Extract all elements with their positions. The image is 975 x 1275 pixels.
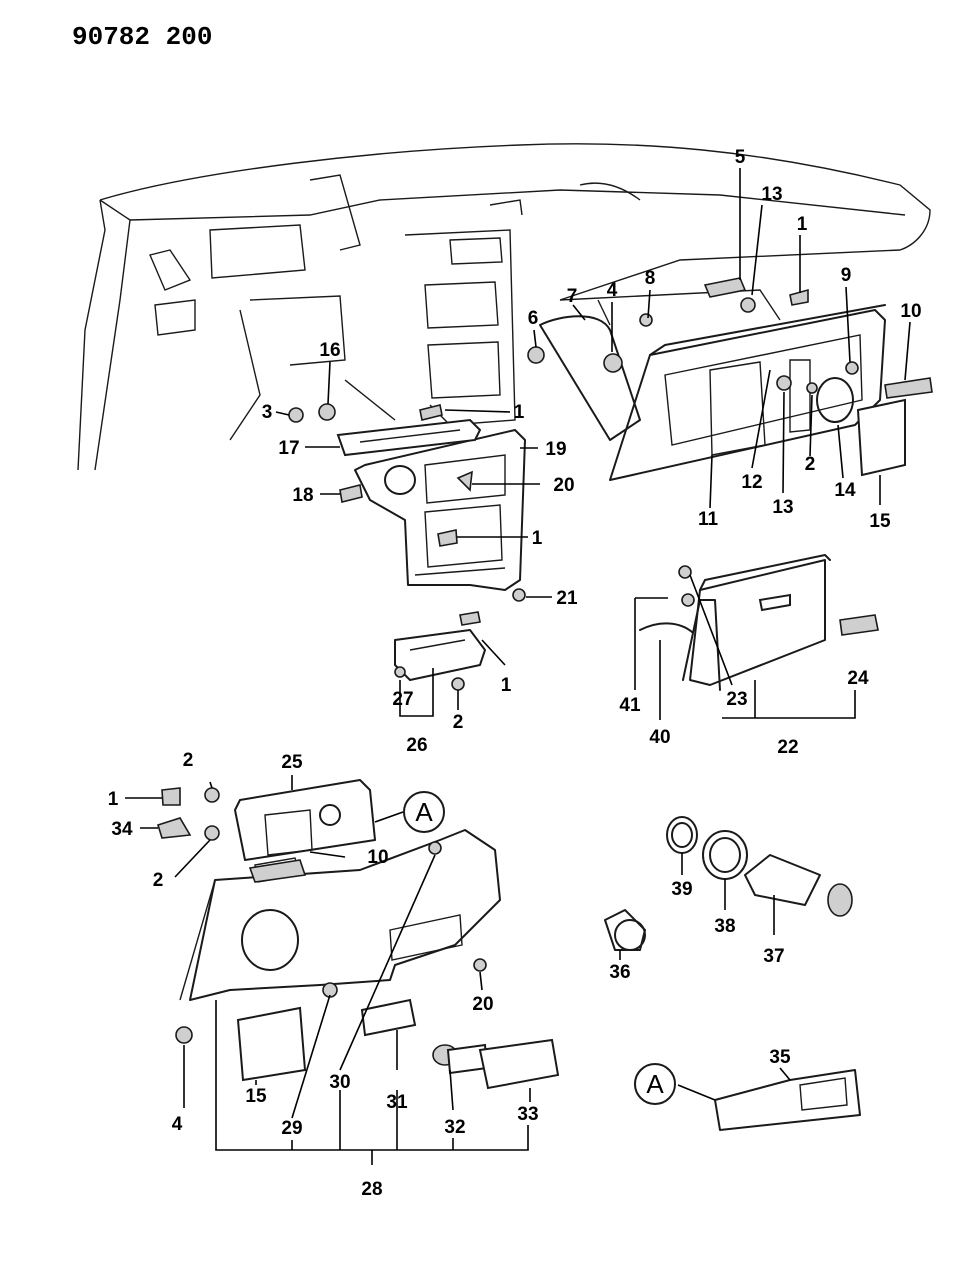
callout: 21 bbox=[556, 588, 578, 609]
bracket bbox=[336, 418, 482, 457]
callout: 15 bbox=[245, 1086, 267, 1107]
reference-marker-upper: A bbox=[403, 791, 445, 833]
callout: 12 bbox=[741, 472, 762, 493]
callout: 26 bbox=[406, 735, 427, 756]
callout: 7 bbox=[567, 286, 578, 307]
callout: 13 bbox=[772, 497, 793, 518]
reference-marker-label: A bbox=[415, 797, 433, 827]
callout: 11 bbox=[698, 509, 719, 530]
callout: 31 bbox=[386, 1092, 408, 1113]
callout: 13 bbox=[761, 184, 782, 205]
glove-box-door bbox=[639, 554, 879, 691]
callout: 16 bbox=[319, 340, 340, 361]
fasteners bbox=[157, 277, 933, 1044]
callout: 1 bbox=[532, 528, 543, 549]
reference-marker-lower: A bbox=[634, 1063, 676, 1105]
callout: 4 bbox=[172, 1114, 183, 1135]
lower-panel bbox=[179, 829, 560, 1090]
callout: 10 bbox=[367, 847, 388, 868]
callout: 20 bbox=[472, 994, 493, 1015]
instrument-panel-outline bbox=[77, 143, 931, 471]
callout: 29 bbox=[281, 1118, 302, 1139]
callout: 8 bbox=[645, 268, 656, 289]
callout: 25 bbox=[281, 752, 303, 773]
callout: 27 bbox=[392, 689, 413, 710]
callout: 5 bbox=[735, 147, 746, 168]
callout: 1 bbox=[514, 402, 525, 423]
leader-lines bbox=[125, 168, 911, 1165]
glove-box-housing bbox=[539, 289, 886, 481]
callout: 1 bbox=[108, 789, 119, 810]
callout: 20 bbox=[553, 475, 574, 496]
callout: 19 bbox=[545, 439, 566, 460]
callout: 4 bbox=[607, 280, 618, 301]
callout: 39 bbox=[671, 879, 692, 900]
document-number: 90782 200 bbox=[72, 22, 212, 52]
callout: 2 bbox=[453, 712, 464, 733]
callout: 22 bbox=[777, 737, 798, 758]
callout: 32 bbox=[444, 1117, 465, 1138]
callout: 18 bbox=[292, 485, 313, 506]
reference-marker-label: A bbox=[646, 1069, 664, 1099]
callout: 40 bbox=[649, 727, 670, 748]
callout: 14 bbox=[834, 480, 856, 501]
callout: 36 bbox=[609, 962, 630, 983]
callout: 17 bbox=[278, 438, 299, 459]
pocket-35 bbox=[714, 1069, 861, 1131]
callout: 15 bbox=[869, 511, 891, 532]
callout: 2 bbox=[805, 454, 816, 475]
callout: 28 bbox=[361, 1179, 382, 1200]
callout: 1 bbox=[501, 675, 512, 696]
callout: 41 bbox=[619, 695, 641, 716]
center-bezel bbox=[354, 429, 526, 591]
callout: 37 bbox=[763, 946, 784, 967]
callout: 33 bbox=[517, 1104, 538, 1125]
callout-labels: 5 13 1 4 8 7 6 9 10 11 12 13 2 14 15 16 … bbox=[108, 147, 922, 1200]
ashtray-assembly bbox=[394, 611, 486, 681]
callout: 1 bbox=[797, 214, 808, 235]
callout: 34 bbox=[111, 819, 133, 840]
callout: 10 bbox=[900, 301, 921, 322]
callout: 35 bbox=[769, 1047, 791, 1068]
callout: 30 bbox=[329, 1072, 350, 1093]
callout: 23 bbox=[726, 689, 747, 710]
callout: 2 bbox=[183, 750, 194, 771]
callout: 38 bbox=[714, 916, 735, 937]
callout: 3 bbox=[262, 402, 273, 423]
callout: 9 bbox=[841, 265, 852, 286]
callout: 2 bbox=[153, 870, 164, 891]
lower-cover bbox=[234, 779, 376, 861]
callout: 6 bbox=[528, 308, 539, 329]
callout: 24 bbox=[847, 668, 869, 689]
cigarette-lighter-parts bbox=[604, 816, 853, 951]
